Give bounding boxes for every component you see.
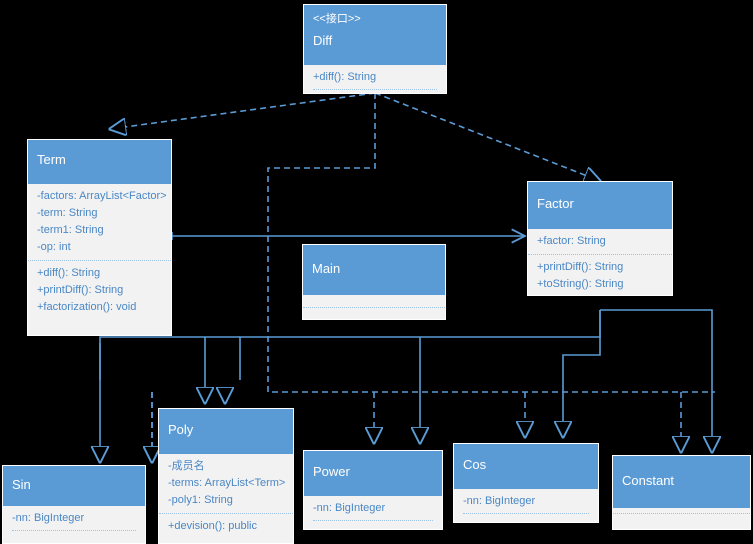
class-header-poly: Poly	[159, 409, 293, 454]
class-box-poly[interactable]: Poly -成员名 -terms: ArrayList<Term> -poly1…	[158, 408, 294, 544]
class-box-main[interactable]: Main	[302, 244, 446, 320]
class-box-sin[interactable]: Sin -nn: BigInteger	[2, 465, 146, 544]
generalization-constant-to-factor	[600, 309, 712, 452]
generalization-sin-route	[99, 336, 240, 380]
class-name-diff: Diff	[313, 33, 333, 48]
class-header-main: Main	[303, 245, 445, 295]
member-item: -poly1: String	[168, 494, 233, 506]
class-attributes-power: -nn: BigInteger	[304, 496, 442, 525]
realization-edges	[110, 92, 715, 462]
class-stereotype-diff: <<接口>>	[313, 13, 361, 25]
generalization-edges	[99, 309, 712, 462]
class-header-power: Power	[304, 451, 442, 496]
class-attributes-poly: -成员名 -terms: ArrayList<Term> -poly1: Str…	[159, 454, 293, 513]
class-header-sin: Sin	[3, 466, 145, 506]
member-item: +diff(): String	[37, 267, 101, 279]
section-divider	[313, 89, 437, 90]
member-item: -nn: BigInteger	[463, 495, 536, 507]
class-attributes-main	[303, 307, 445, 317]
class-attributes-constant	[613, 513, 750, 523]
class-operations-term: +diff(): String +printDiff(): String +fa…	[28, 260, 171, 320]
class-header-constant: Constant	[613, 456, 750, 508]
class-box-constant[interactable]: Constant	[612, 455, 751, 530]
class-name-power: Power	[313, 464, 350, 479]
section-divider	[463, 513, 589, 514]
member-item: -terms: ArrayList<Term>	[168, 477, 286, 489]
section-divider	[613, 513, 750, 514]
class-name-factor: Factor	[537, 196, 574, 211]
member-item: +diff(): String	[313, 71, 377, 83]
realization-factor-to-diff	[374, 92, 600, 181]
member-item: -op: int	[37, 241, 71, 253]
member-item: -term1: String	[37, 224, 104, 236]
class-header-cos: Cos	[454, 444, 598, 489]
class-attributes-term: -factors: ArrayList<Factor> -term: Strin…	[28, 184, 171, 260]
class-box-diff[interactable]: <<接口>> Diff +diff(): String	[303, 4, 447, 94]
class-attributes-factor: +factor: String	[528, 229, 672, 254]
generalization-cos-to-factor	[563, 310, 601, 437]
member-item: +printDiff(): String	[537, 261, 624, 273]
class-box-term[interactable]: Term -factors: ArrayList<Factor> -term: …	[27, 139, 172, 336]
class-name-main: Main	[312, 261, 341, 276]
member-item: -term: String	[37, 207, 98, 219]
realization-term-to-diff	[110, 92, 376, 129]
class-name-cos: Cos	[463, 457, 487, 472]
class-name-constant: Constant	[622, 473, 675, 488]
section-divider	[313, 520, 433, 521]
class-name-poly: Poly	[168, 422, 194, 437]
member-item: +printDiff(): String	[37, 284, 124, 296]
class-attributes-sin: -nn: BigInteger	[3, 506, 145, 535]
class-box-cos[interactable]: Cos -nn: BigInteger	[453, 443, 599, 523]
class-header-factor: Factor	[528, 182, 672, 229]
member-item: +factorization(): void	[37, 301, 137, 313]
member-item: +devision(): public	[168, 520, 257, 532]
class-attributes-cos: -nn: BigInteger	[454, 489, 598, 518]
class-name-sin: Sin	[12, 477, 31, 492]
class-operations-poly: +devision(): public	[159, 513, 293, 539]
member-item: -成员名	[168, 460, 205, 472]
member-item: +toString(): String	[537, 278, 624, 290]
member-item: -nn: BigInteger	[313, 502, 386, 514]
member-item: -nn: BigInteger	[12, 512, 85, 524]
class-name-term: Term	[37, 152, 66, 167]
class-box-power[interactable]: Power -nn: BigInteger	[303, 450, 443, 530]
member-item: -factors: ArrayList<Factor>	[37, 190, 167, 202]
class-header-diff: <<接口>> Diff	[304, 5, 446, 65]
realization-trunk	[267, 93, 715, 393]
class-box-factor[interactable]: Factor +factor: String +printDiff(): Str…	[527, 181, 673, 296]
member-item: +factor: String	[537, 235, 606, 247]
class-operations-diff: +diff(): String	[304, 65, 446, 94]
section-divider	[303, 307, 445, 308]
section-divider	[12, 530, 136, 531]
class-operations-factor: +printDiff(): String +toString(): String	[528, 254, 672, 297]
class-header-term: Term	[28, 140, 171, 184]
